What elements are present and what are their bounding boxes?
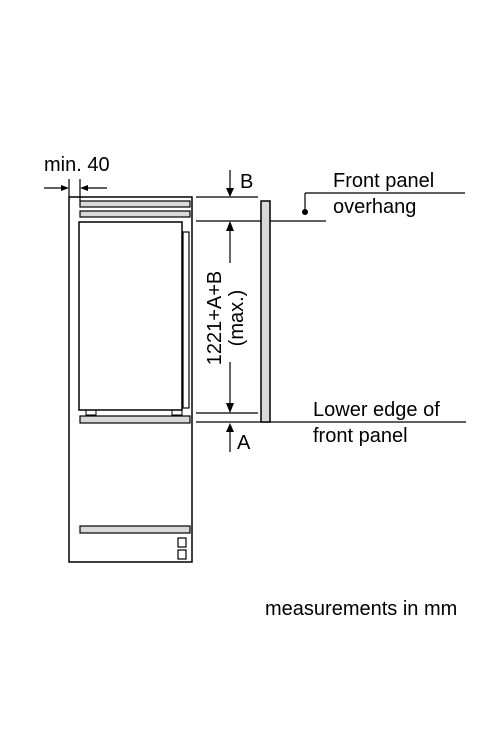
front-panel xyxy=(260,200,271,423)
middle-shelf xyxy=(79,415,191,424)
base-block-lower xyxy=(177,549,187,560)
front-panel-label: Front panel xyxy=(333,170,434,192)
dim-b-arrowhead xyxy=(226,188,234,197)
cabinet-outline xyxy=(68,196,193,563)
height-max-label: (max.) xyxy=(226,290,248,347)
clearance-arrowhead-left xyxy=(61,185,69,191)
overhang-label: overhang xyxy=(333,196,416,218)
top-shelf-upper xyxy=(79,200,191,208)
dim-b-label: B xyxy=(240,171,253,193)
appliance-foot-left xyxy=(85,409,97,416)
units-note: measurements in mm xyxy=(265,598,457,620)
overhang-leader-dot xyxy=(302,209,308,215)
clearance-arrowhead-right xyxy=(80,185,88,191)
min-clearance-label: min. 40 xyxy=(44,154,110,176)
appliance-body xyxy=(78,221,183,411)
top-shelf-lower xyxy=(79,210,191,218)
dim-a-arrowhead xyxy=(226,423,234,432)
height-dim-arrowhead-top xyxy=(226,221,234,231)
dim-a-label: A xyxy=(237,432,251,454)
bottom-shelf xyxy=(79,525,191,534)
height-dim-label: 1221+A+B xyxy=(204,271,226,366)
base-block-upper xyxy=(177,537,187,548)
height-dim-arrowhead-bottom xyxy=(226,403,234,413)
lower-edge-label-line2: front panel xyxy=(313,425,408,447)
lower-edge-label-line1: Lower edge of xyxy=(313,399,440,421)
appliance-foot-right xyxy=(171,409,183,416)
appliance-hinge-strip xyxy=(182,231,190,409)
